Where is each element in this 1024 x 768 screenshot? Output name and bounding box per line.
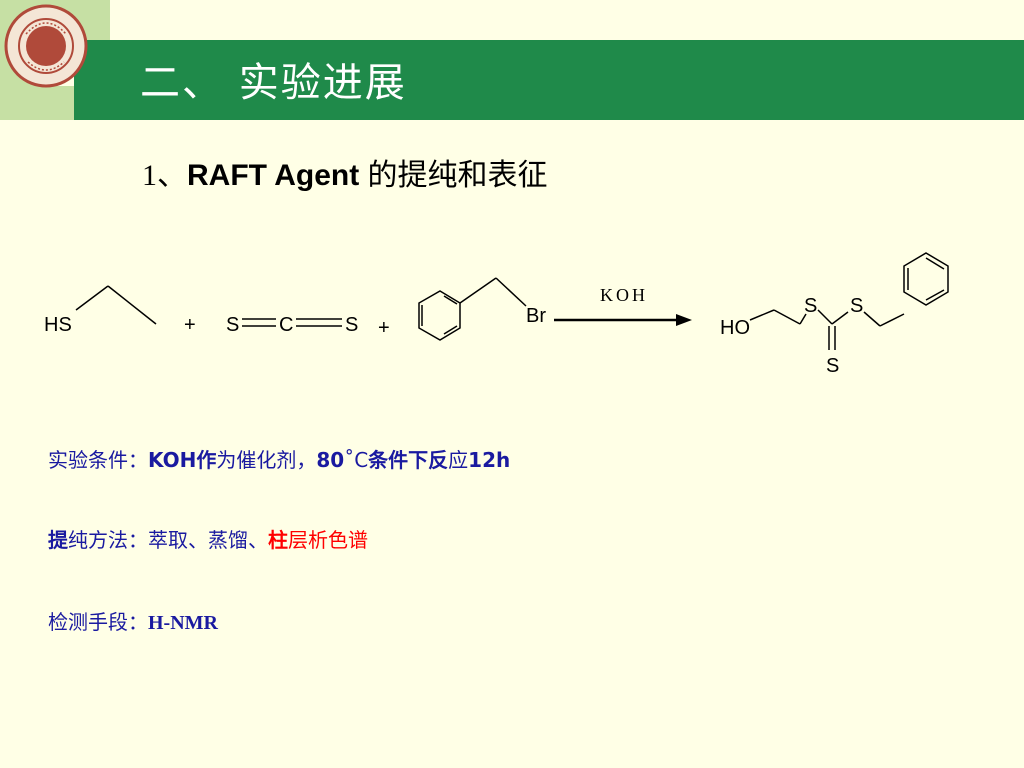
purification-label-bold: 提 — [48, 528, 68, 552]
reactant-ethanethiol: HS — [44, 285, 157, 336]
br-label: Br — [526, 305, 546, 327]
product-s3-label: S — [826, 355, 839, 377]
conditions-catalyst: KOH — [148, 448, 197, 472]
product-s2-label: S — [850, 295, 863, 317]
reactant-benzyl-bromide: Br — [418, 277, 546, 341]
conditions-label: 实验条件： — [48, 448, 148, 472]
hs-label: HS — [44, 314, 72, 336]
detection-value: H-NMR — [148, 612, 218, 634]
reactant-carbon-disulfide: S C S — [226, 314, 358, 336]
koh-reagent-label: KOH — [600, 285, 648, 305]
conditions-time: 12h — [468, 448, 511, 472]
purification-highlight: 层析色谱 — [288, 528, 368, 552]
plus-sign-1: + — [184, 314, 196, 336]
product-s1-label: S — [804, 295, 817, 317]
product-trithiocarbonate: HO S S S — [720, 252, 949, 377]
conditions-temperature: 80 — [316, 448, 345, 472]
purification-label: 纯方法：萃取、蒸馏、 — [68, 528, 268, 552]
reaction-conditions: 实验条件：KOH作为催化剂，80˚C条件下反应12h — [48, 444, 510, 473]
ho-label: HO — [720, 317, 750, 339]
reaction-scheme: HS + S C S + Br KOH HO S S — [44, 252, 949, 377]
conditions-unit: ˚C — [344, 448, 369, 472]
title-banner: 二、 实验进展 — [74, 40, 1024, 120]
conditions-text-1: 作 — [196, 448, 217, 472]
page-title: 二、 实验进展 — [140, 60, 407, 106]
conditions-text-2: 为催化剂， — [216, 448, 317, 472]
reaction-arrow: KOH — [554, 285, 692, 326]
plus-sign-2: + — [378, 317, 390, 339]
cs2-s1-label: S — [226, 314, 239, 336]
detection-method: 检测手段：H-NMR — [48, 606, 218, 635]
subtitle-english: RAFT Agent — [187, 159, 368, 192]
section-subtitle: 1、RAFT Agent 的提纯和表征 — [142, 150, 548, 194]
purification-highlight-bold: 柱 — [268, 528, 288, 552]
conditions-text-3: 条件下反 — [368, 448, 449, 472]
purification-method: 提纯方法：萃取、蒸馏、柱层析色谱 — [48, 524, 368, 553]
detection-label: 检测手段： — [48, 610, 148, 634]
cs2-c-label: C — [279, 314, 293, 336]
subtitle-chinese: 的提纯和表征 — [367, 158, 548, 193]
subtitle-number: 1、 — [142, 159, 187, 192]
conditions-text-4: 应 — [448, 448, 469, 472]
university-seal-logo — [4, 4, 88, 88]
cs2-s2-label: S — [345, 314, 358, 336]
